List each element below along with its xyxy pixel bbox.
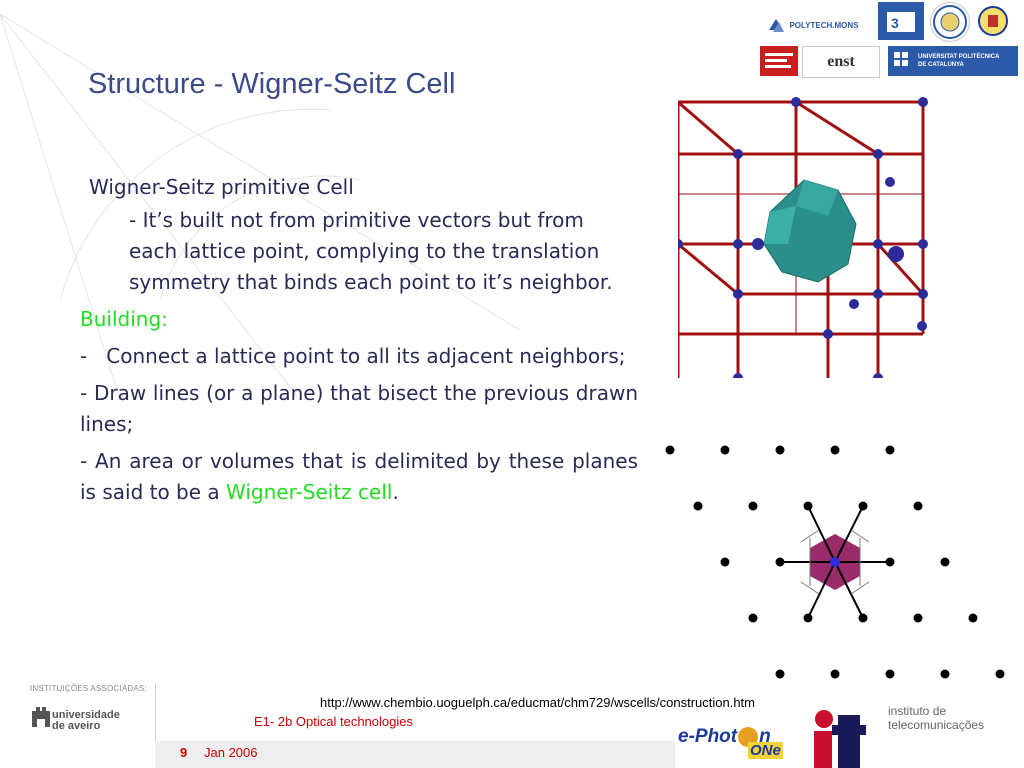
footer-bar	[155, 741, 675, 768]
telecom-icon	[765, 53, 793, 68]
course-label: E1- 2b Optical technologies	[254, 714, 413, 729]
section-heading: Wigner-Seitz primitive Cell	[89, 175, 354, 199]
aeipro-logo: 3	[878, 2, 924, 40]
svg-text:3: 3	[891, 15, 899, 31]
associated-institutions-label: INSTITUIÇÕES ASSOCIADAS:	[30, 684, 147, 693]
description-text: - It’s built not from primitive vectors …	[129, 208, 613, 294]
it-text: instituto de telecomunicações	[888, 704, 985, 732]
partner-logos: POLYTECH.MONS 3 enst UN	[758, 2, 1022, 78]
one-badge: ONe	[748, 742, 783, 759]
globe-icon	[738, 726, 759, 747]
polytech-logo: POLYTECH.MONS	[758, 10, 868, 40]
wigner-seitz-2d-diagram	[665, 445, 1005, 679]
bullet-connect: - Connect a lattice point to all its adj…	[80, 344, 626, 368]
aveiro-logo	[32, 707, 50, 727]
university-seal-1	[930, 2, 970, 42]
seal-icon	[933, 5, 967, 39]
aeipro-icon: 3	[887, 12, 915, 32]
aveiro-text: universidade de aveiro	[52, 709, 120, 732]
footer-date: Jan 2006	[204, 745, 258, 760]
enst-logo: enst	[802, 46, 880, 78]
footer-divider	[155, 684, 156, 768]
source-link[interactable]: http://www.chembio.uoguelph.ca/educmat/c…	[320, 695, 755, 710]
bullet-delimited: - An area or volumes that is delimited b…	[80, 449, 638, 504]
upc-logo: UNIVERSITAT POLITÈCNICA DE CATALUNYA	[888, 46, 1018, 76]
background-decoration	[0, 13, 521, 400]
telecom-paris-logo	[760, 46, 798, 76]
upc-icon	[894, 52, 908, 66]
polytech-icon	[769, 19, 785, 32]
slide-title: Structure - Wigner-Seitz Cell	[88, 68, 456, 100]
page-number: 9	[180, 745, 188, 760]
crest-icon	[978, 6, 1008, 36]
university-seal-2	[976, 2, 1010, 40]
bullet-bisect: - Draw lines (or a plane) that bisect th…	[80, 381, 638, 436]
slide-body: Wigner-Seitz primitive Cell - It’s built…	[80, 172, 638, 508]
it-logo	[814, 710, 866, 768]
bcc-lattice-illustration	[678, 97, 928, 378]
building-label: Building:	[80, 307, 168, 331]
wigner-seitz-highlight: Wigner-Seitz cell	[226, 480, 393, 504]
